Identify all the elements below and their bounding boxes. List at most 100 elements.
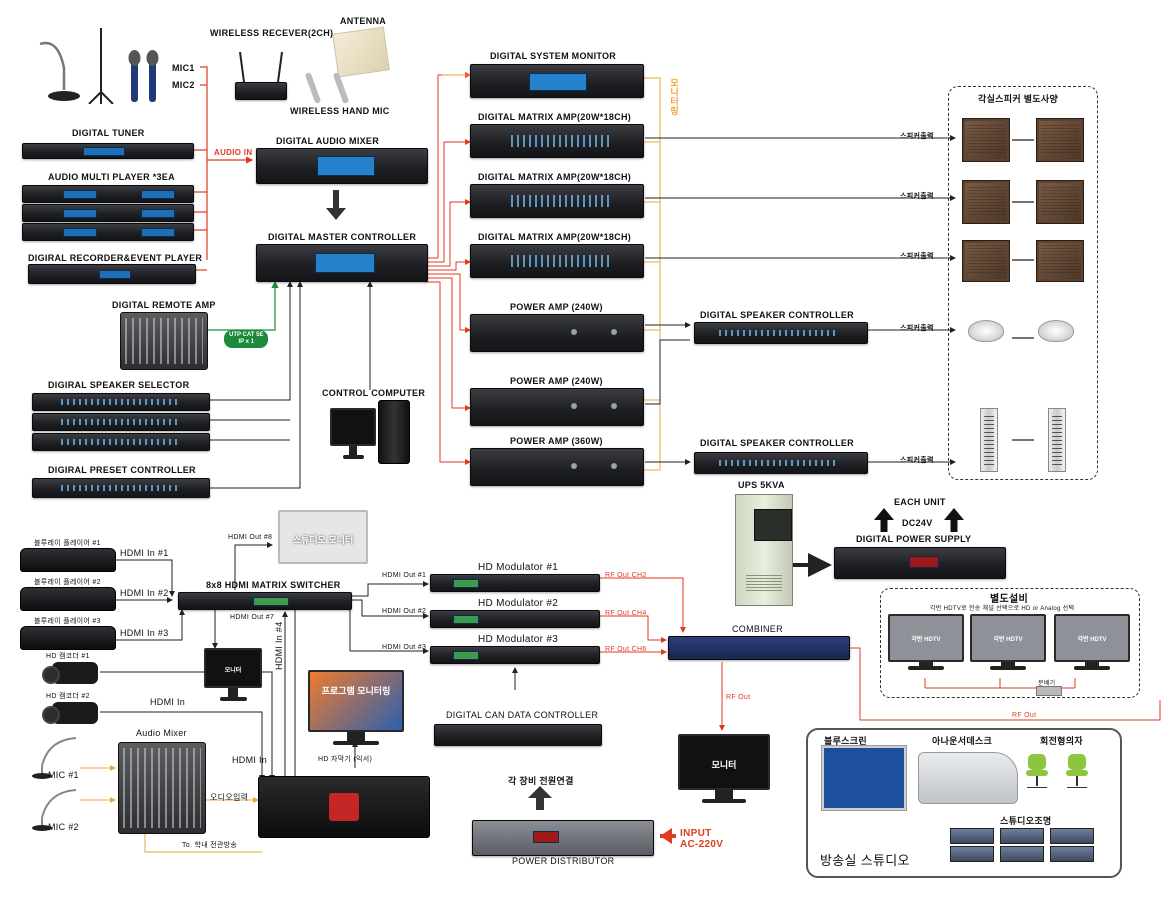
ups-label: UPS 5KVA [738, 480, 785, 490]
audio-multi-player-2 [22, 204, 194, 222]
column-speaker-icon [980, 408, 998, 472]
speaker-out-label-4: 스피커출력 [900, 325, 934, 332]
hd-modulator-3-label: HD Modulator #3 [478, 634, 559, 645]
wall-speaker-icon [962, 240, 1010, 282]
digital-tuner [22, 143, 194, 159]
bluray-1-label: 블루레이 플레이어 #1 [34, 540, 101, 547]
power-supply-label: DIGITAL POWER SUPPLY [856, 534, 972, 544]
antenna-label: ANTENNA [340, 16, 387, 26]
classroom-tv-1: 각반 HDTV [888, 614, 964, 670]
hd-camera-1-label: HD 캠코더 #1 [46, 653, 90, 660]
speaker-controller-1 [694, 322, 868, 344]
swivel-chair-icon [1066, 754, 1088, 788]
control-computer-label: CONTROL COMPUTER [322, 388, 426, 398]
can-data-controller [434, 724, 602, 746]
digital-tuner-label: DIGITAL TUNER [72, 128, 145, 138]
to-broadcast-label: To. 학내 전관방송 [182, 842, 238, 849]
audio-mixer-label: Audio Mixer [136, 728, 187, 738]
hd-subtitler-label: HD 자막기 (익서) [318, 756, 373, 763]
hdmi-in-b-label: HDMI In [232, 755, 268, 765]
mic2-label: MIC2 [172, 80, 195, 90]
matrix-amp-2 [470, 184, 644, 218]
hd-subtitler-chassis [258, 776, 430, 838]
blue-screen-label: 블루스크린 [824, 736, 867, 746]
digital-audio-mixer [256, 148, 428, 184]
hdmi-out-1-label: HDMI Out #1 [382, 572, 427, 579]
wireless-receiver [235, 82, 287, 100]
ceiling-speaker-icon [968, 320, 1004, 342]
rf-out-ch2-label: RF Out CH2 [605, 572, 647, 579]
power-distributor-label: POWER DISTRIBUTOR [512, 856, 615, 866]
mic1-label: MIC1 [172, 63, 195, 73]
combiner [668, 636, 850, 660]
broadcast-studio-box [806, 728, 1122, 878]
rf-out-label: RF Out [726, 694, 751, 701]
speaker-controller-2 [694, 452, 868, 474]
matrix-amp-1-label: DIGITAL MATRIX AMP(20W*18CH) [478, 112, 632, 122]
rf-lines [598, 577, 1161, 731]
receiver-antenna-icon [238, 51, 284, 84]
preset-controller [32, 478, 210, 498]
digital-remote-amp [120, 312, 208, 370]
blue-screen [822, 746, 906, 810]
power-amp-240-2 [470, 388, 644, 426]
speaker-selector-label: DIGIRAL SPEAKER SELECTOR [48, 380, 190, 390]
studio-light-icon [1050, 846, 1094, 862]
announcer-desk [918, 752, 1018, 804]
hdmi-in-4-label: HDMI In #4 [274, 621, 284, 670]
audio-multi-player-3 [22, 223, 194, 241]
gooseneck-mic-1-icon [28, 736, 78, 780]
matrix-amp-2-label: DIGITAL MATRIX AMP(20W*18CH) [478, 172, 632, 182]
swivel-chair-label: 회전형의자 [1040, 736, 1083, 746]
master-output-lines [425, 72, 471, 465]
hdmi-in-label: HDMI In [150, 697, 186, 707]
handheld-mic-icon [126, 50, 166, 105]
wall-speaker-icon [1036, 118, 1084, 162]
splitter-icon [1036, 686, 1062, 696]
hdmi-matrix-switcher [178, 592, 352, 610]
matrix-amp-3-label: DIGITAL MATRIX AMP(20W*18CH) [478, 232, 632, 242]
wall-speaker-icon [1036, 180, 1084, 224]
each-unit-label: EACH UNIT [894, 497, 946, 507]
system-monitor-label: DIGITAL SYSTEM MONITOR [490, 51, 617, 61]
hdmi-in-2-label: HDMI In #2 [120, 588, 169, 598]
speaker-controller-2-label: DIGITAL SPEAKER CONTROLLER [700, 438, 854, 448]
splitter-label: 분배기 [1038, 681, 1056, 687]
hd-modulator-2 [430, 610, 600, 628]
wireless-receiver-label: WIRELESS RECEVER(2CH) [210, 28, 334, 38]
speaker-selector-2 [32, 413, 210, 431]
power-connect-label: 각 장비 전원연결 [508, 776, 574, 786]
matrix-amp-3 [470, 244, 644, 278]
input-ac-label: INPUT AC-220V [680, 828, 724, 850]
column-speaker-icon [1048, 408, 1066, 472]
speaker-output-lines [645, 135, 956, 465]
dc24v-label: DC24V [902, 518, 933, 528]
bluray-player-1 [20, 548, 116, 572]
ceiling-speaker-icon [1038, 320, 1074, 342]
studio-light-icon [1000, 846, 1044, 862]
speaker-spec-box [948, 86, 1098, 480]
power-amp-240-2-label: POWER AMP (240W) [510, 376, 603, 386]
hdmi-in-3-label: HDMI In #3 [120, 628, 169, 638]
control-lines [208, 281, 373, 489]
digital-master-controller [256, 244, 428, 282]
matrix-amp-1 [470, 124, 644, 158]
recorder-event-player [28, 264, 196, 284]
studio-light-icon [1050, 828, 1094, 844]
bluray-3-label: 블루레이 플레이어 #3 [34, 618, 101, 625]
separate-equipment-box [880, 588, 1140, 698]
audio-input-label: 오디오입력 [210, 793, 249, 802]
ups-5kva [735, 494, 793, 606]
monitoring-label: 모니터링 [669, 78, 679, 116]
digital-audio-mixer-label: DIGITAL AUDIO MIXER [276, 136, 380, 146]
power-amp-360 [470, 448, 644, 486]
hd-camera-2-label: HD 캠코더 #2 [46, 693, 90, 700]
audio-lines-bottom [80, 765, 262, 853]
wall-speaker-icon [962, 180, 1010, 224]
separate-equipment-title: 별도설비 [990, 594, 1028, 605]
small-monitor: 모니터 [204, 648, 262, 701]
remote-amp-line [208, 280, 279, 331]
hdmi-out-7-label: HDMI Out #7 [230, 614, 275, 621]
announcer-desk-label: 아나운서데스크 [932, 736, 993, 746]
